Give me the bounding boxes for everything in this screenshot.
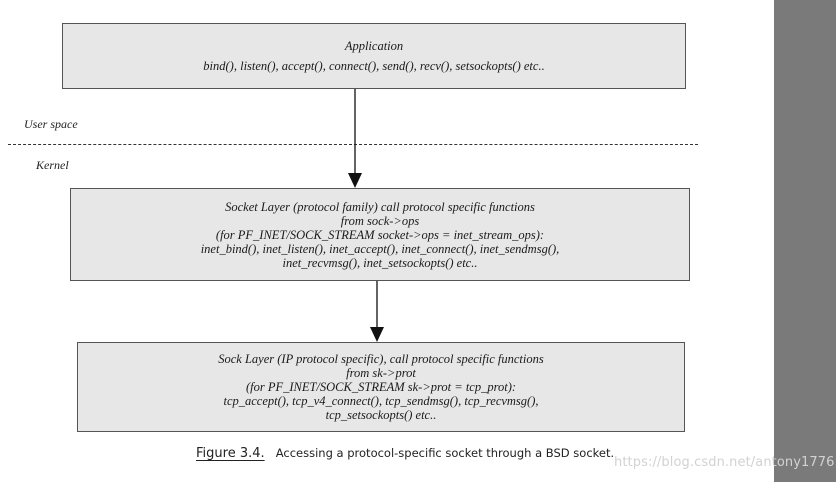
socket-layer-line-2: from sock->ops	[340, 213, 420, 228]
sock-layer-line-3: (for PF_INET/SOCK_STREAM sk->prot = tcp_…	[245, 380, 517, 394]
figure-number: Figure 3.4.	[196, 446, 265, 461]
user-space-label: User space	[24, 117, 78, 131]
figure-caption: Figure 3.4. Accessing a protocol-specifi…	[196, 442, 614, 461]
socket-layer-line-3: (for PF_INET/SOCK_STREAM socket->ops = i…	[215, 227, 545, 242]
sock-layer-line-5: tcp_setsockopts() etc..	[325, 408, 437, 422]
watermark-url: https://blog.csdn.net/antony1776	[614, 455, 835, 470]
sock-layer-line-4: tcp_accept(), tcp_v4_connect(), tcp_send…	[223, 394, 539, 408]
application-box: Application bind(), listen(), accept(), …	[62, 23, 686, 89]
user-kernel-divider	[8, 144, 698, 145]
sock-layer-line-2: from sk->prot	[346, 366, 416, 380]
kernel-label: Kernel	[36, 158, 69, 172]
arrow-socket-to-sock	[370, 281, 384, 342]
socket-layer-line-5: inet_recvmsg(), inet_setsockopts() etc..	[282, 255, 478, 270]
arrow-application-to-socket	[348, 89, 362, 188]
sock-layer-box: Sock Layer (IP protocol specific), call …	[77, 342, 685, 432]
right-gray-panel	[774, 0, 836, 482]
application-functions: bind(), listen(), accept(), connect(), s…	[203, 59, 545, 73]
sock-layer-line-1: Sock Layer (IP protocol specific), call …	[218, 352, 544, 366]
socket-layer-box: Socket Layer (protocol family) call prot…	[70, 188, 690, 281]
socket-layer-line-4: inet_bind(), inet_listen(), inet_accept(…	[200, 241, 560, 256]
application-title: Application	[344, 39, 404, 53]
socket-layer-line-1: Socket Layer (protocol family) call prot…	[225, 199, 535, 214]
figure-caption-text: Accessing a protocol-specific socket thr…	[275, 446, 615, 460]
